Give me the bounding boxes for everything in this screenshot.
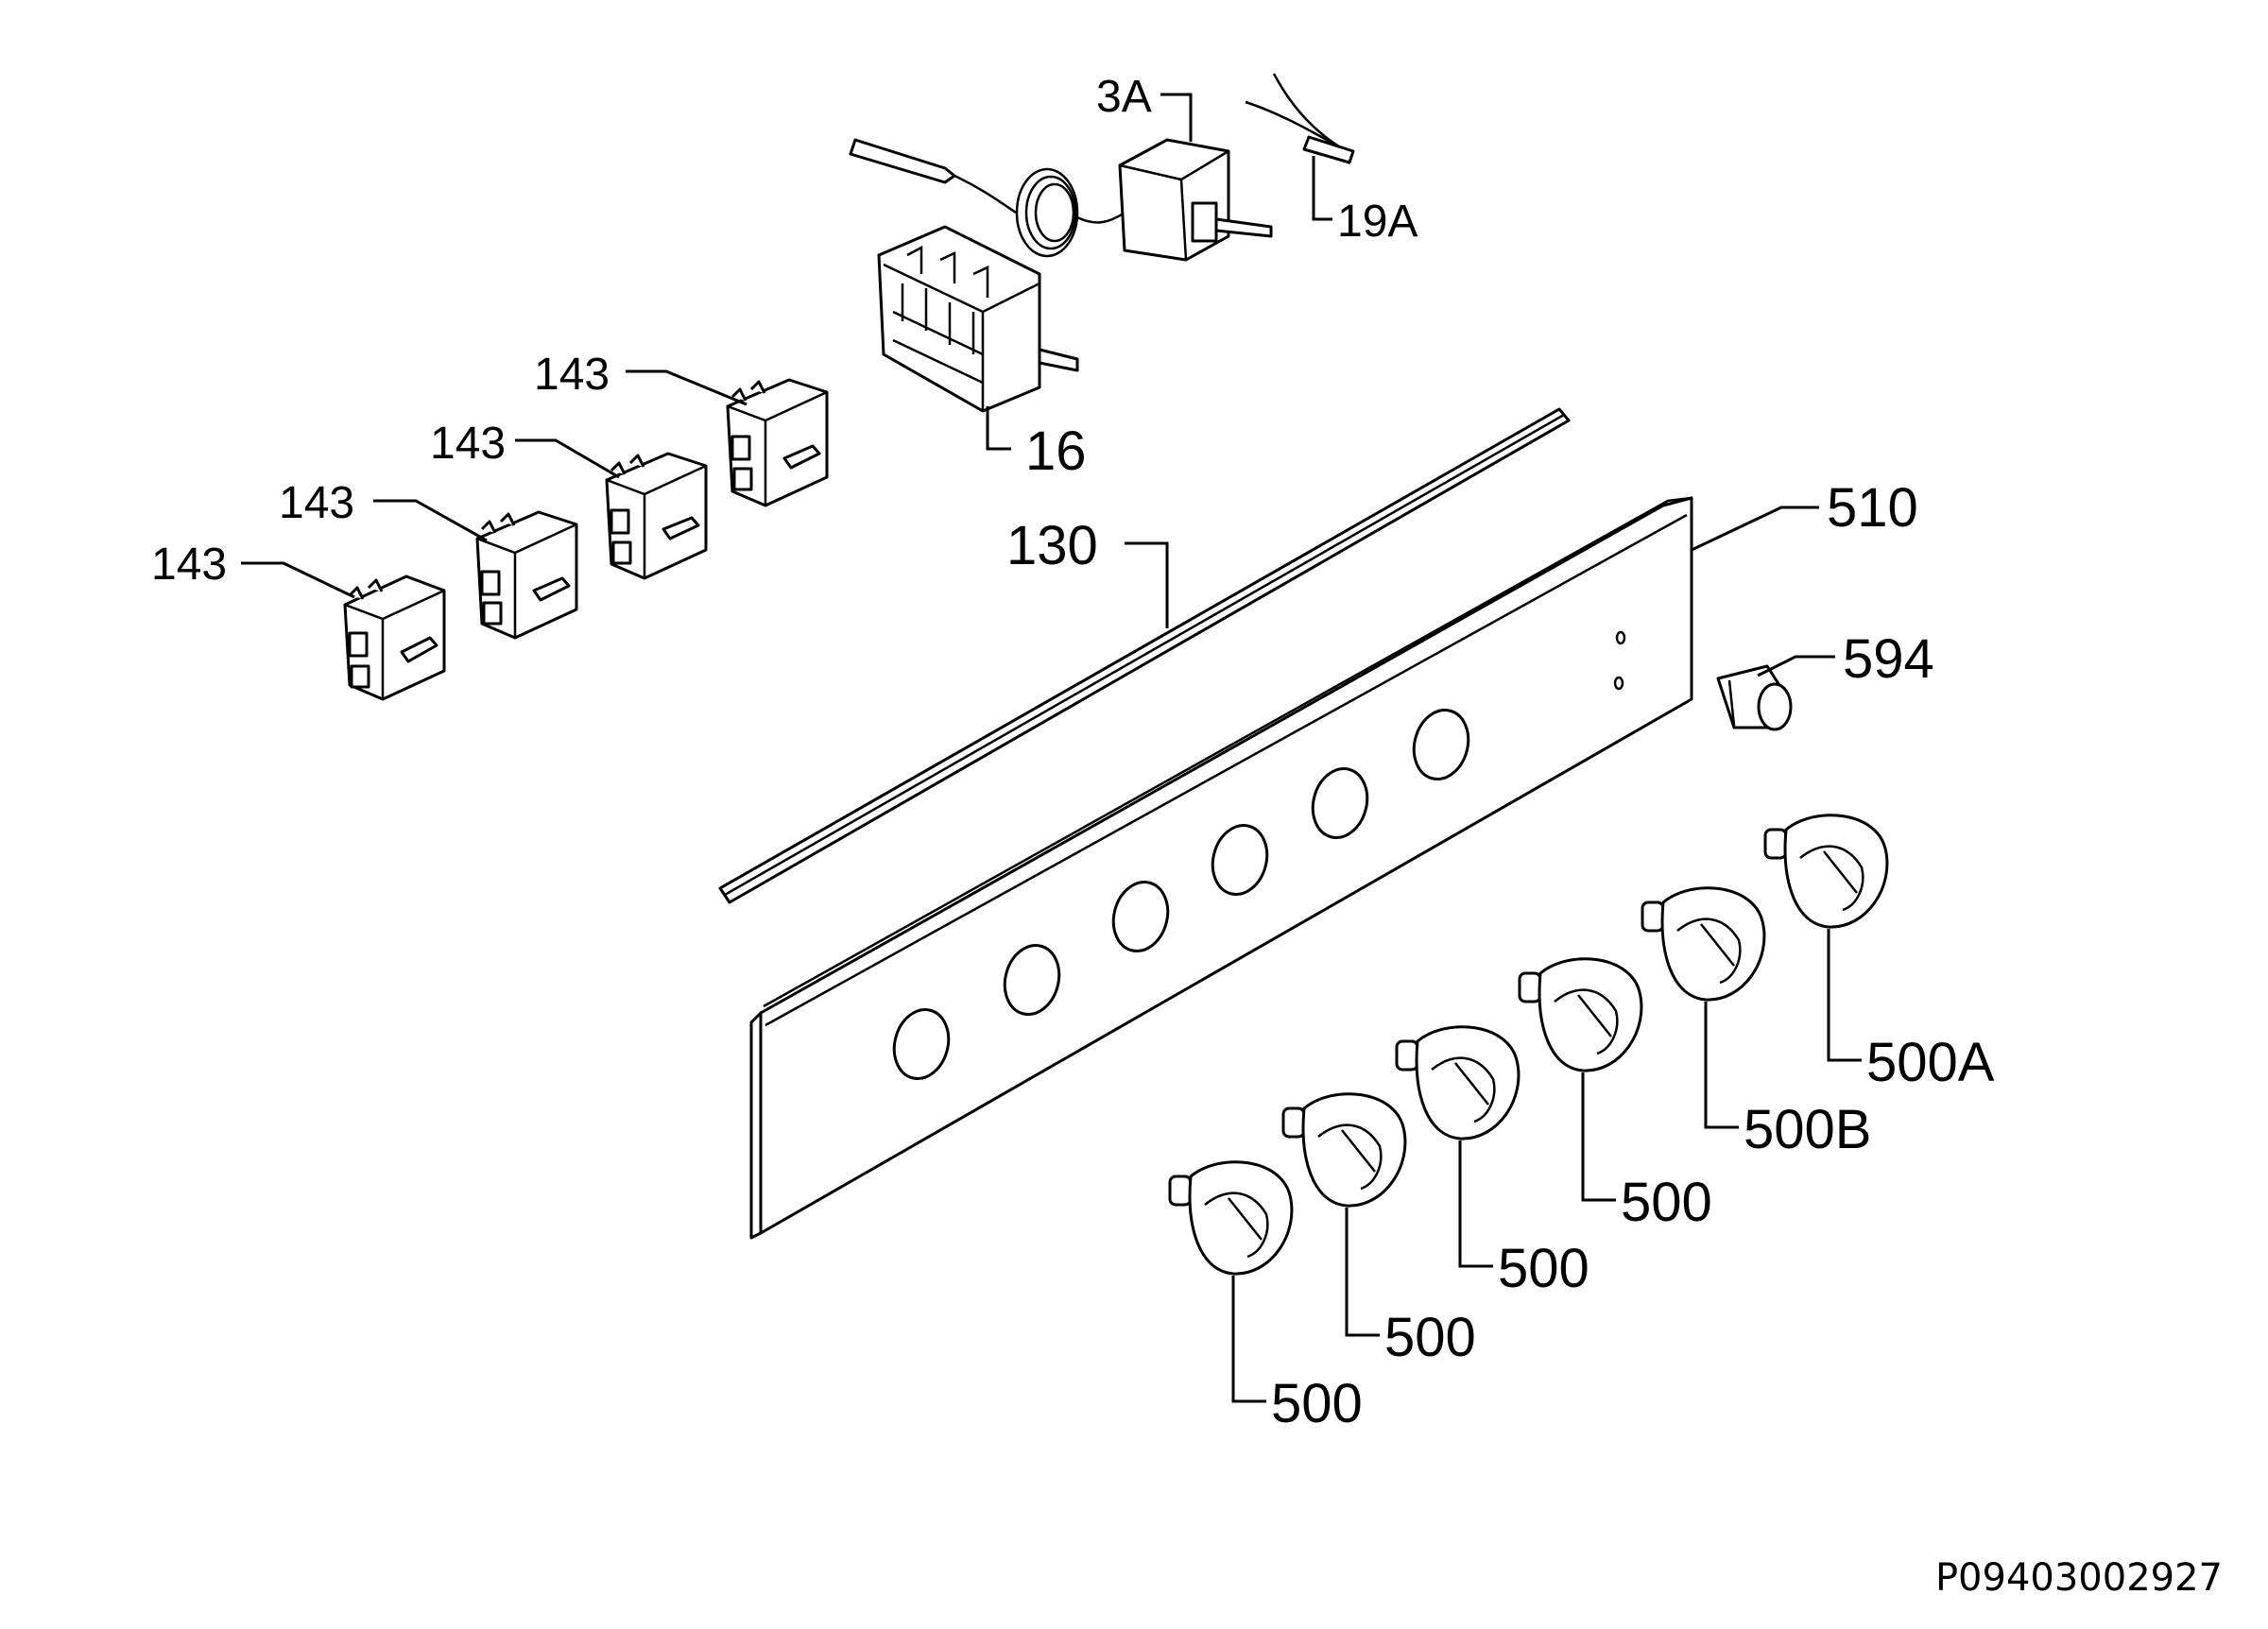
label-regulator-4: 143 — [534, 350, 610, 400]
regulator-part-4 — [726, 378, 829, 507]
selector-switch-part — [877, 225, 1079, 413]
document-code: P09403002927 — [1935, 1556, 2223, 1600]
label-control-panel: 510 — [1827, 477, 1918, 539]
label-knob-1: 500 — [1271, 1373, 1363, 1434]
sensor-part — [1245, 73, 1355, 164]
label-sensor: 19A — [1337, 197, 1418, 247]
label-thermostat: 3A — [1096, 72, 1152, 122]
knob-part-2 — [1281, 1092, 1407, 1208]
label-knob-6: 500A — [1866, 1032, 1995, 1093]
label-regulator-1: 143 — [151, 540, 227, 590]
knob-part-5 — [1641, 886, 1766, 1002]
label-gasket: 130 — [1006, 515, 1098, 576]
label-regulator-2: 143 — [279, 478, 354, 528]
regulator-part-2 — [475, 510, 578, 640]
thermostat-part — [849, 138, 1273, 262]
knob-part-4 — [1518, 957, 1643, 1072]
knob-part-3 — [1395, 1025, 1521, 1140]
gasket-part — [718, 407, 1571, 904]
leader-lines — [241, 93, 1862, 1403]
knob-part-1 — [1168, 1160, 1294, 1276]
label-selector-switch: 16 — [1025, 420, 1087, 482]
label-knob-5: 500B — [1744, 1099, 1871, 1160]
regulator-part-1 — [343, 574, 446, 701]
label-regulator-3: 143 — [430, 419, 506, 469]
knob-part-6 — [1763, 814, 1889, 929]
label-knob-4: 500 — [1621, 1172, 1712, 1233]
label-indicator-lens: 594 — [1843, 628, 1934, 690]
indicator-lens-part — [1716, 664, 1793, 731]
regulator-part-3 — [605, 452, 708, 580]
label-knob-3: 500 — [1498, 1238, 1589, 1299]
control-panel-part — [749, 496, 1693, 1240]
label-knob-2: 500 — [1384, 1307, 1476, 1368]
